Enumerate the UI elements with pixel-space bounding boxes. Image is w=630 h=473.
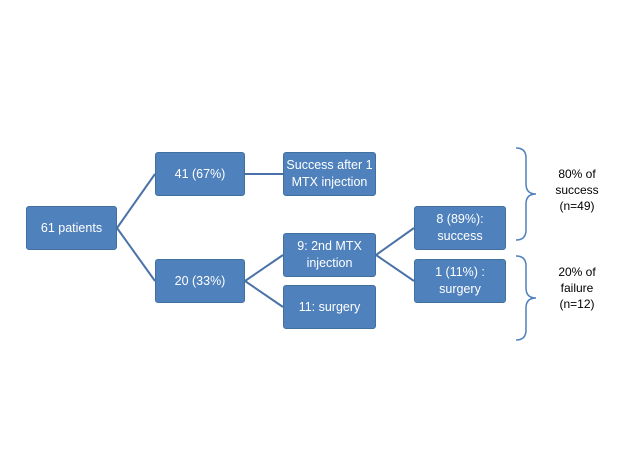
connector-root-to-41 <box>116 173 156 229</box>
connector-root-to-20 <box>116 227 156 282</box>
node-8-89pct-success: 8 (89%): success <box>414 206 506 250</box>
node-41-67pct: 41 (67%) <box>155 152 245 196</box>
text-line: injection <box>306 256 353 270</box>
text-line: 9: 2nd MTX <box>297 239 362 253</box>
braces <box>515 147 537 341</box>
text-line: success <box>437 229 483 243</box>
failure-brace <box>515 255 537 341</box>
text-line: 8 (89%): <box>436 212 484 226</box>
text-line: Success after 1 <box>286 158 373 172</box>
text-line: (n=12) <box>559 297 595 311</box>
success-brace <box>515 147 537 241</box>
node-2nd-mtx-injection: 9: 2nd MTX injection <box>283 233 376 277</box>
connector-20-to-surgery <box>244 280 284 308</box>
connector-20-to-2nd-injection <box>244 254 284 282</box>
node-success-after-1-mtx: Success after 1 MTX injection <box>283 152 376 196</box>
text-line: 80% of <box>558 167 596 181</box>
text-line: (n=49) <box>559 199 595 213</box>
text-line: 41 (67%) <box>174 166 226 181</box>
text-line: surgery <box>439 282 481 296</box>
failure-summary-label: 20% of failure (n=12) <box>545 264 609 312</box>
text-line: failure <box>560 281 594 295</box>
connector-2nd-to-success <box>375 227 415 256</box>
node-20-33pct: 20 (33%) <box>155 259 245 303</box>
text-line: MTX injection <box>291 175 368 189</box>
text-line: 1 (11%) : <box>435 265 485 279</box>
connector-2nd-to-surgery <box>375 254 415 282</box>
text-line: 61 patients <box>40 220 103 235</box>
node-1-11pct-surgery: 1 (11%) : surgery <box>414 259 506 303</box>
text-line: 20% of <box>558 265 596 279</box>
node-11-surgery: 11: surgery <box>283 285 376 329</box>
connectors <box>116 173 415 308</box>
success-summary-label: 80% of success (n=49) <box>545 166 609 214</box>
text-line: 11: surgery <box>298 299 361 314</box>
text-line: 20 (33%) <box>174 273 226 288</box>
text-line: success <box>555 183 599 197</box>
node-61-patients: 61 patients <box>26 206 117 250</box>
